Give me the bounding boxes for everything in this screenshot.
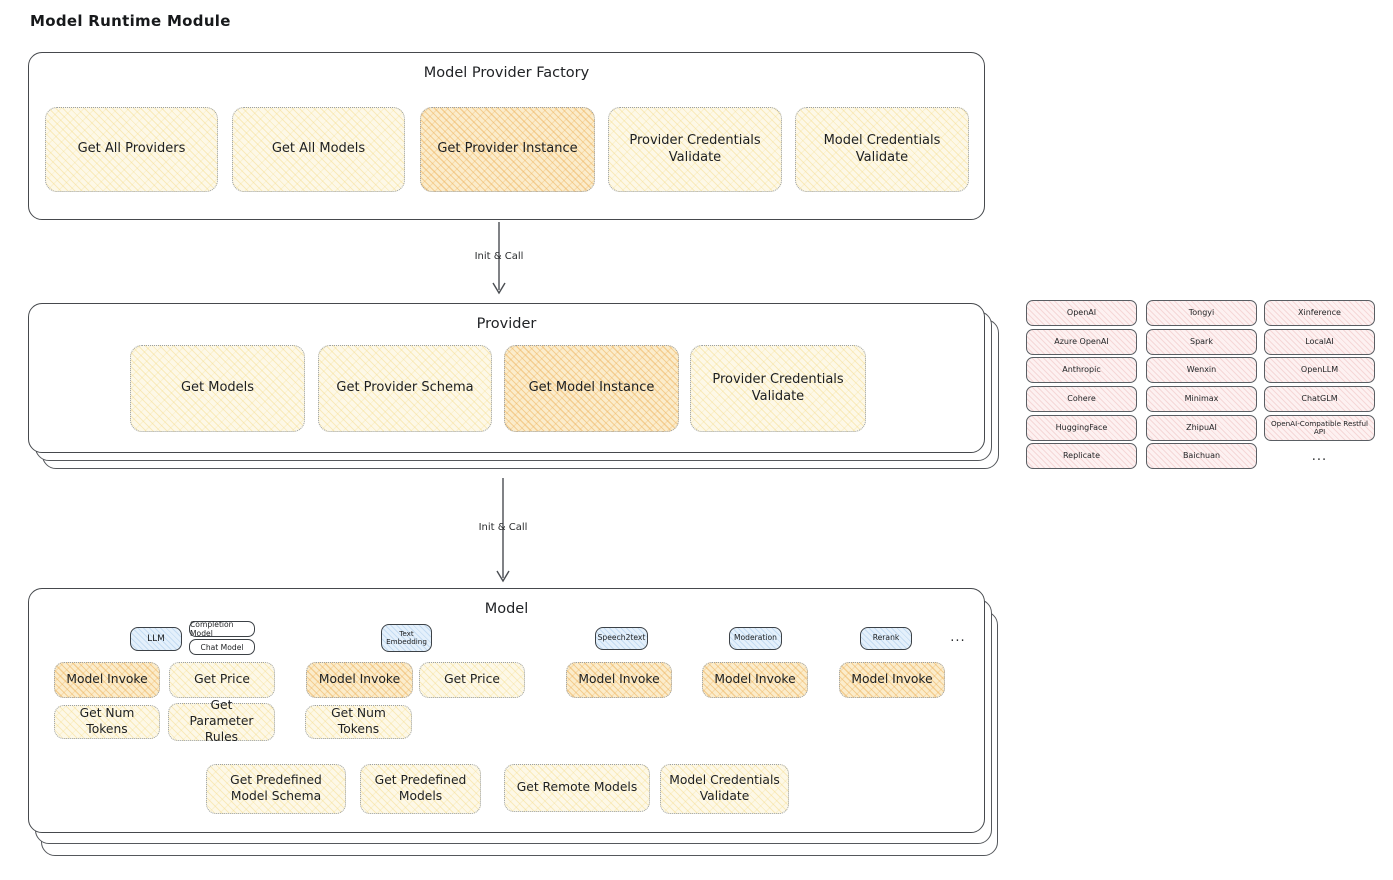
- op-speech2text-model-invoke: Model Invoke: [566, 662, 672, 698]
- vendor-openai: OpenAI: [1026, 300, 1137, 326]
- vendor-replicate: Replicate: [1026, 443, 1137, 469]
- vendor-zhipuai: ZhipuAI: [1146, 415, 1257, 441]
- op-embedding-get-price: Get Price: [419, 662, 525, 698]
- vendor-openllm: OpenLLM: [1264, 357, 1375, 383]
- vendor-chatglm: ChatGLM: [1264, 386, 1375, 412]
- op-get-predefined-models: Get Predefined Models: [360, 764, 481, 814]
- op-get-all-providers: Get All Providers: [45, 107, 218, 192]
- model-title: Model: [484, 601, 529, 617]
- op-model-credentials-validate: Model Credentials Validate: [795, 107, 969, 192]
- op-get-all-models: Get All Models: [232, 107, 405, 192]
- vendor-azure-openai: Azure OpenAI: [1026, 329, 1137, 355]
- op-provider-credentials-validate-2: Provider Credentials Validate: [690, 345, 866, 432]
- op-get-model-instance: Get Model Instance: [504, 345, 679, 432]
- tab-completion-model: Completion Model: [189, 620, 255, 638]
- vendor-huggingface: HuggingFace: [1026, 415, 1137, 441]
- vendor-openai-compatible: OpenAI-Compatible Restful API: [1264, 415, 1375, 441]
- vendor-minimax: Minimax: [1146, 386, 1257, 412]
- factory-title: Model Provider Factory: [423, 65, 590, 81]
- vendor-baichuan: Baichuan: [1146, 443, 1257, 469]
- op-model-credentials-validate-2: Model Credentials Validate: [660, 764, 789, 814]
- op-embedding-get-num-tokens: Get Num Tokens: [305, 705, 412, 739]
- arrow-label-init-call-2: Init & Call: [478, 522, 528, 533]
- tab-speech2text: Speech2text: [595, 627, 648, 650]
- op-llm-get-price: Get Price: [169, 662, 275, 698]
- op-get-provider-schema: Get Provider Schema: [318, 345, 492, 432]
- vendor-tongyi: Tongyi: [1146, 300, 1257, 326]
- tab-more-ellipsis: ...: [950, 630, 966, 645]
- op-embedding-model-invoke: Model Invoke: [306, 662, 413, 698]
- arrow-label-init-call-1: Init & Call: [474, 251, 524, 262]
- tab-chat-model: Chat Model: [189, 639, 255, 655]
- op-get-models: Get Models: [130, 345, 305, 432]
- tab-llm: LLM: [130, 627, 182, 651]
- op-provider-credentials-validate: Provider Credentials Validate: [608, 107, 782, 192]
- vendor-localai: LocalAI: [1264, 329, 1375, 355]
- arrow-factory-to-provider: [492, 222, 506, 295]
- op-moderation-model-invoke: Model Invoke: [702, 662, 808, 698]
- vendor-cohere: Cohere: [1026, 386, 1137, 412]
- tab-moderation: Moderation: [729, 627, 782, 650]
- tab-rerank: Rerank: [860, 627, 912, 650]
- op-llm-get-num-tokens: Get Num Tokens: [54, 705, 160, 739]
- vendor-spark: Spark: [1146, 329, 1257, 355]
- vendor-xinference: Xinference: [1264, 300, 1375, 326]
- vendor-wenxin: Wenxin: [1146, 357, 1257, 383]
- op-rerank-model-invoke: Model Invoke: [839, 662, 945, 698]
- page-title: Model Runtime Module: [30, 12, 231, 30]
- op-get-predefined-model-schema: Get Predefined Model Schema: [206, 764, 346, 814]
- arrow-provider-to-model: [496, 478, 510, 583]
- tab-text-embedding: Text Embedding: [381, 624, 432, 652]
- vendor-anthropic: Anthropic: [1026, 357, 1137, 383]
- provider-title: Provider: [476, 316, 537, 332]
- op-get-provider-instance: Get Provider Instance: [420, 107, 595, 192]
- op-get-remote-models: Get Remote Models: [504, 764, 650, 812]
- vendor-more-ellipsis: ...: [1311, 449, 1328, 464]
- op-llm-get-parameter-rules: Get Parameter Rules: [168, 698, 275, 744]
- op-llm-model-invoke: Model Invoke: [54, 662, 160, 698]
